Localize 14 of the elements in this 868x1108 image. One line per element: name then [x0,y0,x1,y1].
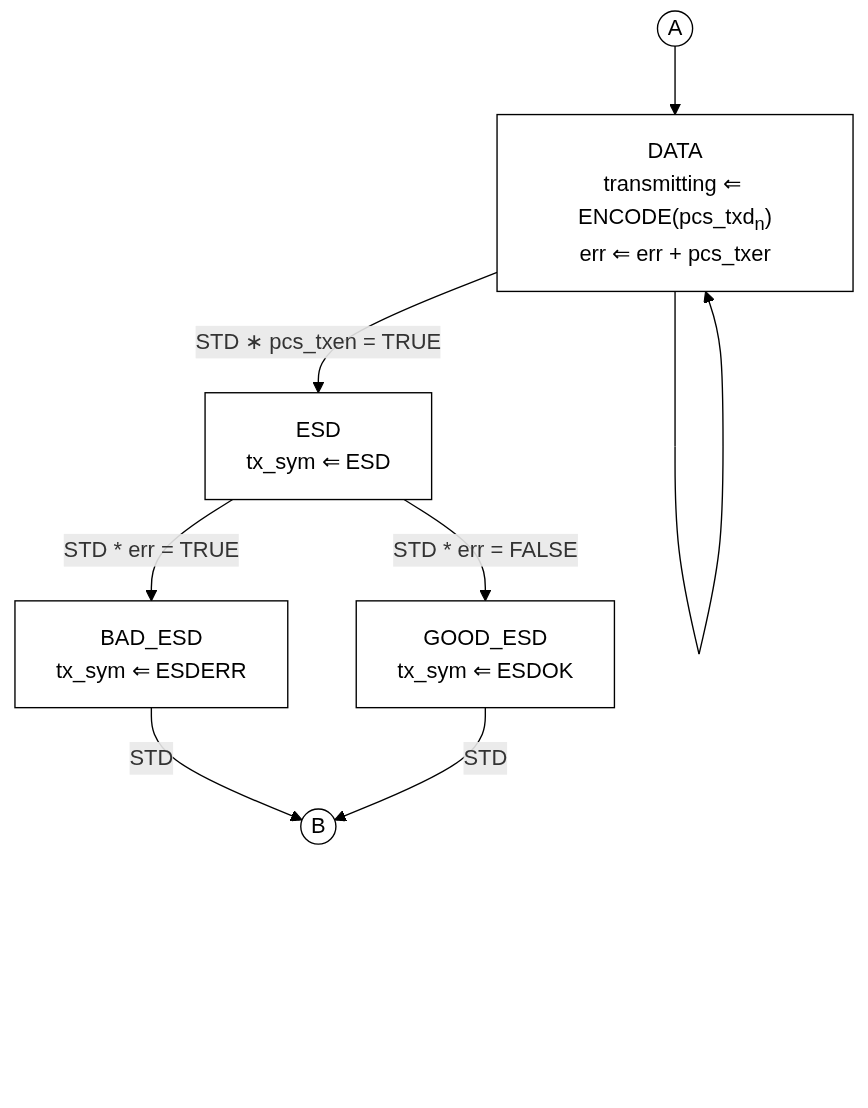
node-circle: B [300,808,337,845]
arrow [150,706,303,822]
arrow [669,45,682,116]
node-circle: A [656,10,694,47]
node-box: DATA transmitting ⇐ ENCODE(pcs_txd$_{n}$) err ⇐ err + pcs_txer [496,113,854,293]
edge-label: STD * err = FALSE [393,537,578,562]
edge-label: STD [463,745,508,770]
node-box: GOOD_ESD tx_sym ⇐ ESDOK [355,600,616,709]
edge-label: STD [129,745,174,770]
node-box: BAD_ESD tx_sym ⇐ ESDERR [14,600,289,709]
node-box: ESD tx_sym ⇐ ESD [204,392,433,501]
edge-label: STD * err = TRUE [63,537,240,562]
edge-label: STD ∗ pcs_txen = TRUE [195,329,442,354]
arrow [334,706,486,822]
